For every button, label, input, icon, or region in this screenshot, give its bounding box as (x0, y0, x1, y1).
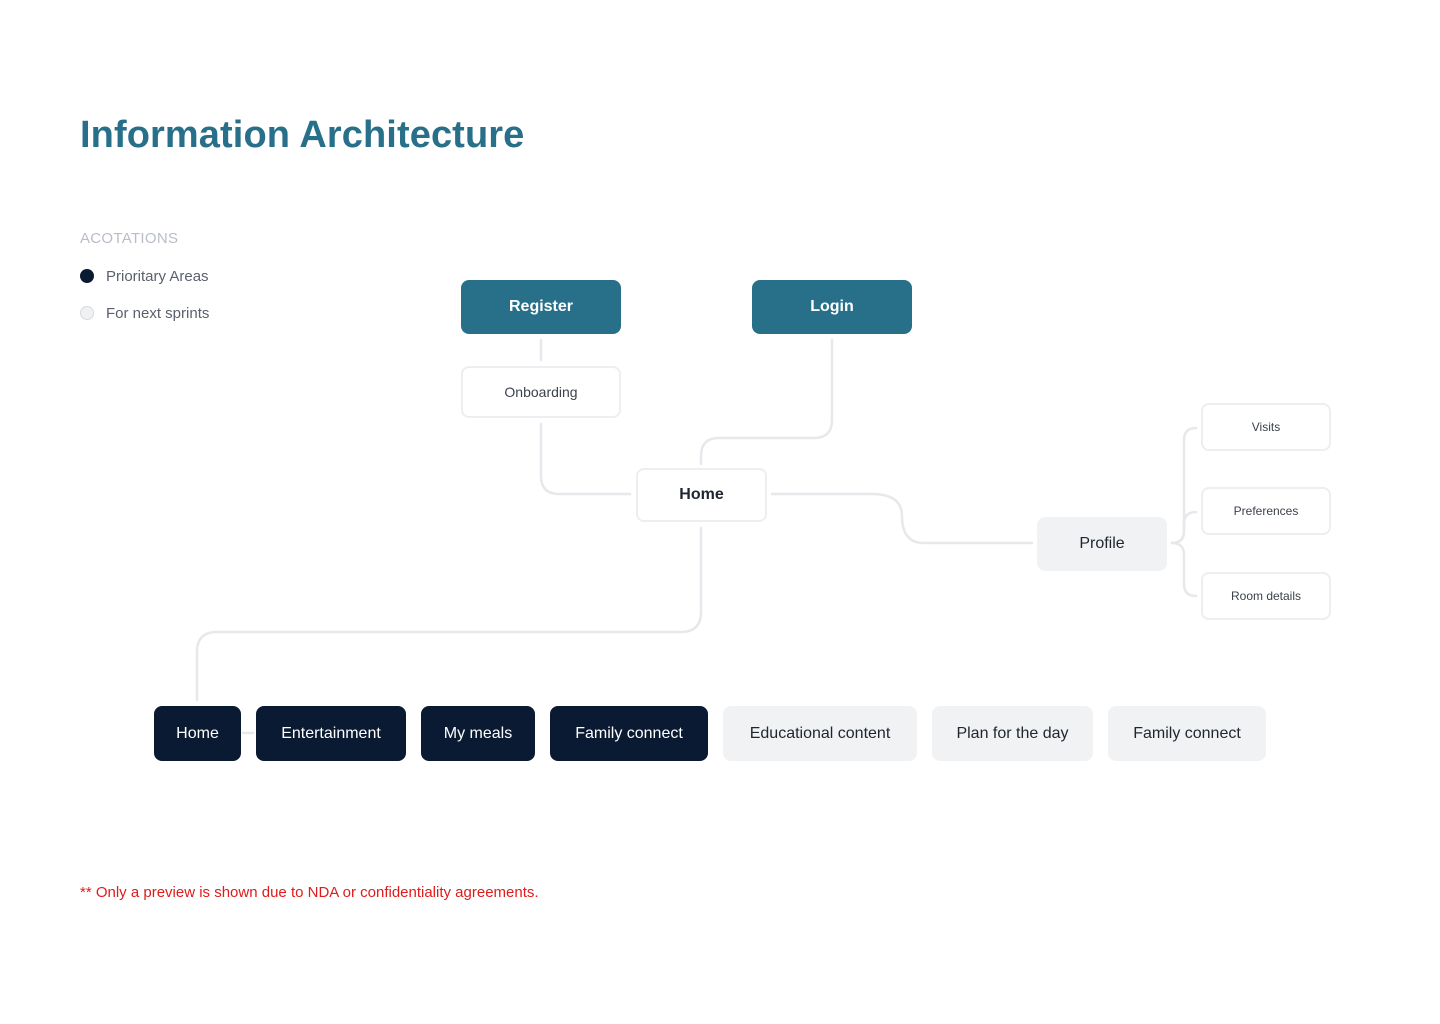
connector-login-home (699, 338, 834, 466)
visits-node[interactable]: Visits (1201, 403, 1331, 451)
connector-profile-room-details (1170, 541, 1198, 598)
connector-home-profile (770, 492, 1034, 545)
connector-home-bottom-nav (195, 526, 703, 702)
dark-dot-icon (80, 269, 94, 283)
preferences-node[interactable]: Preferences (1201, 487, 1331, 535)
nav-home[interactable]: Home (154, 706, 241, 761)
register-node[interactable]: Register (461, 280, 621, 334)
home-node[interactable]: Home (636, 468, 767, 522)
nav-educational-content[interactable]: Educational content (723, 706, 917, 761)
profile-node[interactable]: Profile (1037, 517, 1167, 571)
room-details-node[interactable]: Room details (1201, 572, 1331, 620)
legend-heading: ACOTATIONS (80, 230, 179, 247)
nda-footnote: ** Only a preview is shown due to NDA or… (80, 884, 539, 901)
legend-label: For next sprints (106, 304, 210, 322)
nav-family-connect[interactable]: Family connect (550, 706, 708, 761)
nav-my-meals[interactable]: My meals (421, 706, 535, 761)
onboarding-node[interactable]: Onboarding (461, 366, 621, 418)
nav-entertainment[interactable]: Entertainment (256, 706, 406, 761)
nav-plan-for-the-day[interactable]: Plan for the day (932, 706, 1093, 761)
login-node[interactable]: Login (752, 280, 912, 334)
connector-onboarding-home (539, 422, 632, 496)
page-title: Information Architecture (80, 114, 525, 156)
legend-label: Prioritary Areas (106, 267, 209, 285)
nav-family-connect-next[interactable]: Family connect (1108, 706, 1266, 761)
legend-item-prioritary: Prioritary Areas (80, 266, 209, 286)
legend-item-next-sprints: For next sprints (80, 303, 209, 323)
connector-profile-preferences (1170, 510, 1198, 545)
light-dot-icon (80, 306, 94, 320)
